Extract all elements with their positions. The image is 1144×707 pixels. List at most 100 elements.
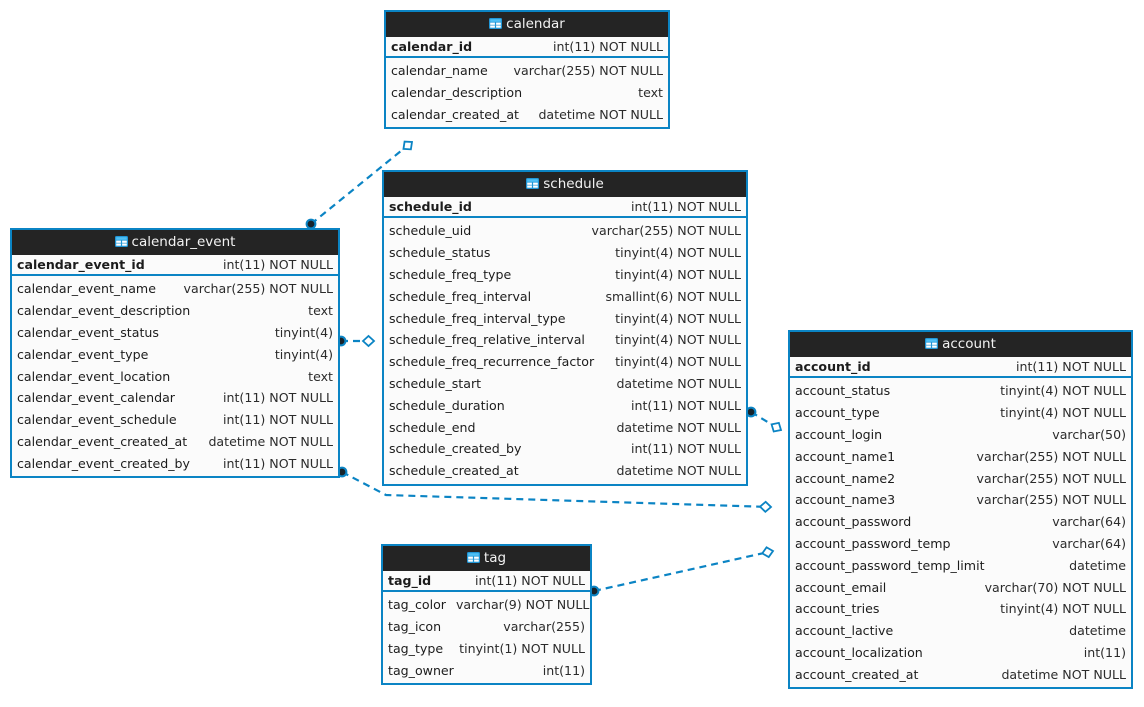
entity-header-schedule[interactable]: schedule xyxy=(384,172,746,197)
field-name: calendar_event_description xyxy=(17,303,191,319)
field-row[interactable]: calendar_description text xyxy=(386,82,668,104)
field-name: calendar_description xyxy=(391,85,523,101)
relationship-schedule-to-account[interactable] xyxy=(745,406,784,435)
relationship-calendar_event-to-schedule[interactable] xyxy=(335,334,376,348)
field-type: int(11) NOT NULL xyxy=(223,412,333,428)
field-name: calendar_event_name xyxy=(17,281,156,297)
field-name: account_name1 xyxy=(795,448,896,464)
field-row[interactable]: account_name3 varchar(255) NOT NULL xyxy=(790,489,1131,511)
relationship-target-diamond xyxy=(760,546,775,559)
field-name: tag_color xyxy=(388,597,446,613)
field-type: varchar(9) NOT NULL xyxy=(455,597,590,613)
field-row[interactable]: schedule_freq_interval smallint(6) NOT NU… xyxy=(384,285,746,307)
field-type: text xyxy=(638,85,663,101)
table-icon xyxy=(925,338,939,349)
entity-header-account[interactable]: account xyxy=(790,332,1131,357)
field-type: smallint(6) NOT NULL xyxy=(605,288,741,304)
field-name: calendar_event_schedule xyxy=(17,412,177,428)
field-name: account_email xyxy=(795,579,887,595)
field-type: int(11) NOT NULL xyxy=(1016,358,1126,374)
field-type: int(11) xyxy=(542,662,585,678)
entity-header-calendar[interactable]: calendar xyxy=(386,12,668,37)
field-name: calendar_event_status xyxy=(17,324,159,340)
field-type: datetime xyxy=(1069,557,1126,573)
field-name: account_created_at xyxy=(795,666,919,682)
field-name: calendar_event_created_by xyxy=(17,455,190,471)
field-row[interactable]: tag_color varchar(9) NOT NULL xyxy=(383,594,590,616)
field-row[interactable]: account_password_temp_limit datetime xyxy=(790,554,1131,576)
field-name: tag_id xyxy=(388,572,432,588)
field-type: int(11) xyxy=(1083,644,1126,660)
field-name: schedule_freq_interval xyxy=(389,288,532,304)
field-name: schedule_duration xyxy=(389,397,505,413)
field-type: varchar(255) NOT NULL xyxy=(976,492,1126,508)
field-type: varchar(64) xyxy=(1052,514,1126,530)
field-name: account_name3 xyxy=(795,492,896,508)
field-name: calendar_event_id xyxy=(17,256,145,272)
field-row[interactable]: calendar_event_schedule int(11) NOT NULL xyxy=(12,409,338,431)
field-name: account_password_temp_limit xyxy=(795,557,985,573)
field-type: varchar(255) NOT NULL xyxy=(591,223,741,239)
field-name: calendar_event_created_at xyxy=(17,433,188,449)
entity-header-tag[interactable]: tag xyxy=(383,546,590,571)
field-name: tag_type xyxy=(388,640,444,656)
field-type: datetime NOT NULL xyxy=(616,463,741,479)
entity-header-calendar_event[interactable]: calendar_event xyxy=(12,230,338,255)
field-type: tinyint(4) NOT NULL xyxy=(1000,601,1126,617)
field-name: schedule_freq_recurrence_factor xyxy=(389,354,595,370)
relationship-tag-to-account[interactable] xyxy=(588,546,775,597)
field-name: account_lactive xyxy=(795,623,894,639)
table-icon xyxy=(466,552,480,563)
